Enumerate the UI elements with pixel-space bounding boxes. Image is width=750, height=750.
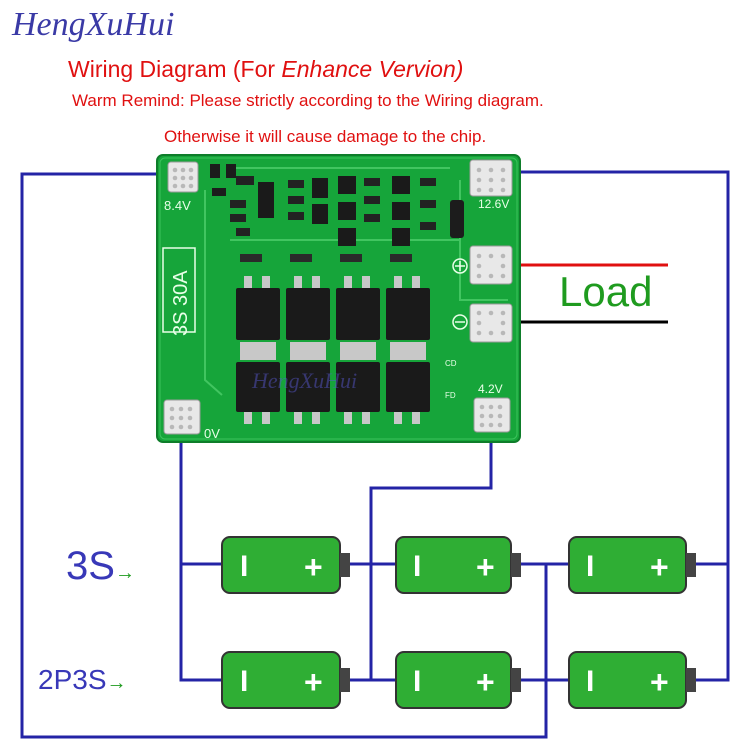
battery-negative-icon: I bbox=[586, 665, 594, 698]
label-cd: CD bbox=[445, 359, 457, 368]
label-fd: FD bbox=[445, 391, 456, 400]
battery-3s-3: I + bbox=[568, 536, 696, 594]
config-3s-label: 3S→ bbox=[66, 544, 135, 589]
battery-positive-icon: + bbox=[476, 549, 495, 585]
config-2p3s-text: 2P3S bbox=[38, 664, 107, 695]
brand-logo: HengXuHui bbox=[12, 6, 175, 43]
arrow-right-icon: → bbox=[106, 672, 127, 694]
battery-negative-icon: I bbox=[413, 665, 421, 698]
label-0v: 0V bbox=[204, 426, 220, 441]
battery-2p3s-1: I + bbox=[221, 651, 350, 709]
battery-2p3s-3: I + bbox=[568, 651, 696, 709]
pad-126v bbox=[469, 159, 513, 197]
model-label: 3S 30A bbox=[170, 270, 192, 336]
battery-3s-2: I + bbox=[395, 536, 521, 594]
bms-board: 3S 30A 8.4V 0V 12.6V 4.2V CD FD HengXuHu… bbox=[156, 154, 521, 443]
label-84v: 8.4V bbox=[164, 198, 191, 213]
pad-0v bbox=[163, 399, 201, 435]
warning-line-1: Warm Remind: Please strictly according t… bbox=[72, 91, 544, 110]
battery-3s-1: I + bbox=[221, 536, 350, 594]
plus-symbol-icon bbox=[452, 258, 468, 274]
label-126v: 12.6V bbox=[478, 197, 509, 211]
smd-components bbox=[210, 164, 464, 262]
battery-positive-icon: + bbox=[304, 549, 323, 585]
page-title: Wiring Diagram (For Enhance Vervion) bbox=[68, 56, 463, 83]
title-prefix: Wiring Diagram (For bbox=[68, 56, 282, 82]
label-42v: 4.2V bbox=[478, 382, 503, 396]
wire-126v bbox=[491, 170, 730, 682]
battery-positive-icon: + bbox=[650, 549, 669, 585]
battery-negative-icon: I bbox=[413, 550, 421, 583]
warning-line-2: Otherwise it will cause damage to the ch… bbox=[164, 127, 487, 146]
battery-negative-icon: I bbox=[240, 550, 248, 583]
battery-positive-icon: + bbox=[304, 664, 323, 700]
mosfet-array bbox=[236, 276, 430, 424]
pad-84v bbox=[167, 161, 199, 193]
wires bbox=[20, 170, 730, 739]
pad-load-negative bbox=[469, 303, 513, 343]
wire-42v bbox=[369, 415, 493, 680]
board-watermark: HengXuHui bbox=[251, 368, 357, 393]
battery-positive-icon: + bbox=[476, 664, 495, 700]
load-label: Load bbox=[559, 268, 653, 315]
arrow-right-icon: → bbox=[114, 562, 135, 584]
title-emphasis: Enhance Vervion) bbox=[281, 56, 464, 82]
pad-load-positive bbox=[469, 245, 513, 285]
battery-negative-icon: I bbox=[586, 550, 594, 583]
config-2p3s-label: 2P3S→ bbox=[38, 664, 127, 696]
config-3s-text: 3S bbox=[66, 544, 115, 588]
pad-42v bbox=[473, 397, 511, 433]
battery-positive-icon: + bbox=[650, 664, 669, 700]
battery-negative-icon: I bbox=[240, 665, 248, 698]
model-label-box bbox=[162, 247, 196, 333]
wire-0v bbox=[179, 418, 222, 682]
minus-symbol-icon bbox=[452, 314, 468, 330]
battery-2p3s-2: I + bbox=[395, 651, 521, 709]
